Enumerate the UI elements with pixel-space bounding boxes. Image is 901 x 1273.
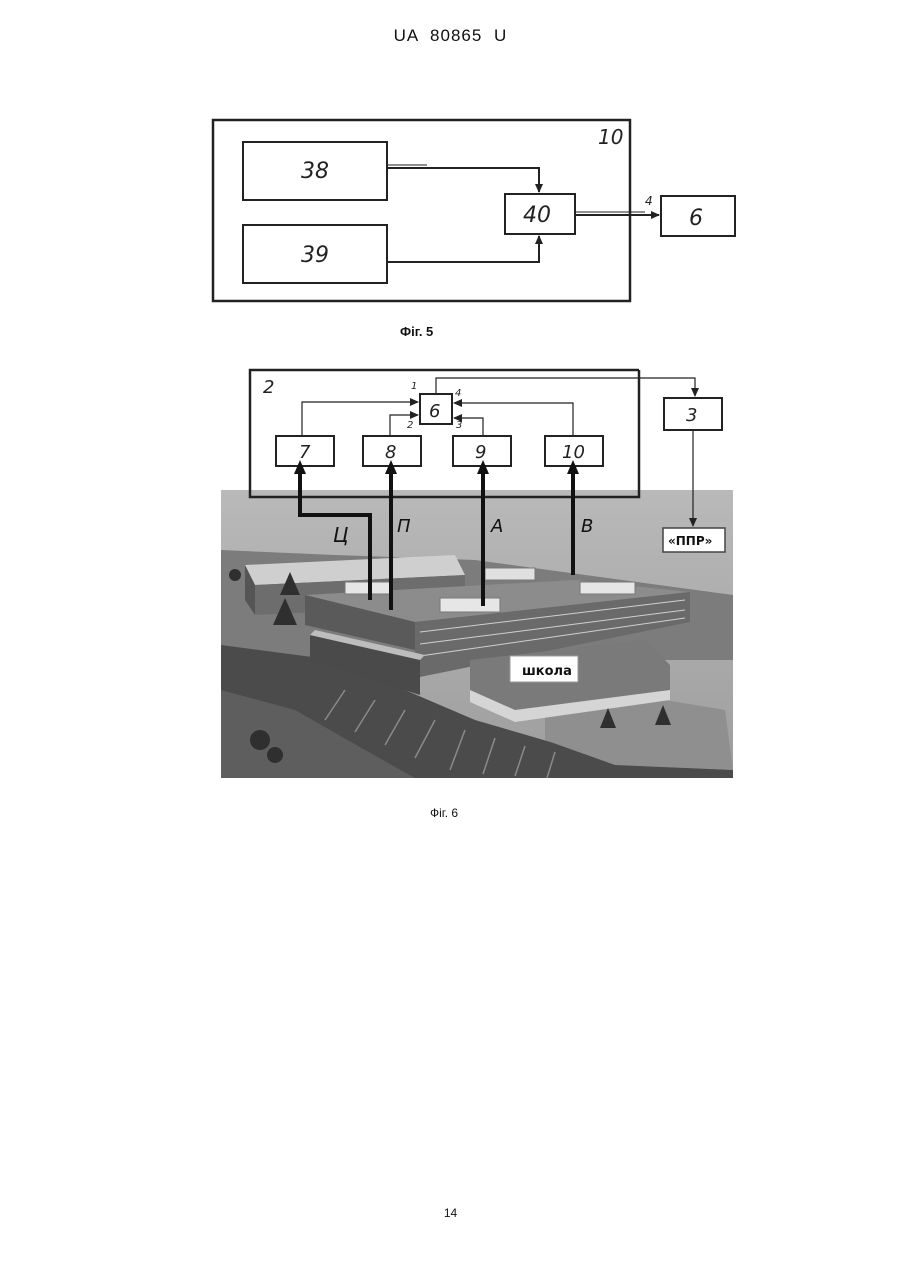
- block-39-label: 39: [301, 243, 329, 268]
- frame-label: 2: [263, 377, 274, 398]
- line-label-4: 4: [645, 194, 653, 208]
- outer-frame-10: [213, 120, 630, 301]
- channel-label-a: А: [490, 516, 503, 537]
- aerial-school-photo: [221, 490, 733, 778]
- receiver-label: «ППР»: [668, 534, 712, 548]
- figure-6-caption: Фіг. 6: [430, 806, 458, 820]
- block-6-label: 6: [689, 206, 703, 231]
- arrow-38-to-40: [387, 168, 539, 192]
- figure-6-diagram: 2 6 1 2 3 4 7 8 9 10 3 «ППР» Ц П А В шко…: [215, 360, 740, 780]
- sensor-label-8: 8: [385, 442, 396, 463]
- block-38-label: 38: [301, 159, 329, 184]
- port-label-2: 2: [407, 420, 413, 431]
- figure-5-caption: Фіг. 5: [400, 324, 433, 339]
- patent-header: UA 80865 U: [0, 26, 901, 46]
- sensor-label-9: 9: [475, 442, 486, 463]
- channel-label-c: Ц: [333, 523, 349, 547]
- channel-label-v: В: [581, 516, 593, 537]
- sensor-label-10: 10: [562, 442, 585, 463]
- channel-label-p: П: [397, 516, 411, 537]
- transmitter-label: 3: [686, 405, 697, 426]
- figure-5-diagram: 10 38 39 40 6 4: [205, 112, 745, 312]
- arrow-39-to-40: [387, 236, 539, 262]
- port-label-4: 4: [455, 388, 461, 399]
- block-6-label: 6: [429, 401, 440, 422]
- page-number: 14: [0, 1206, 901, 1220]
- port-label-1: 1: [411, 381, 417, 392]
- block-40-label: 40: [523, 203, 551, 228]
- sensor-label-7: 7: [299, 442, 311, 463]
- outer-label: 10: [598, 125, 623, 149]
- building-label: школа: [522, 664, 572, 679]
- port-label-3: 3: [456, 420, 462, 431]
